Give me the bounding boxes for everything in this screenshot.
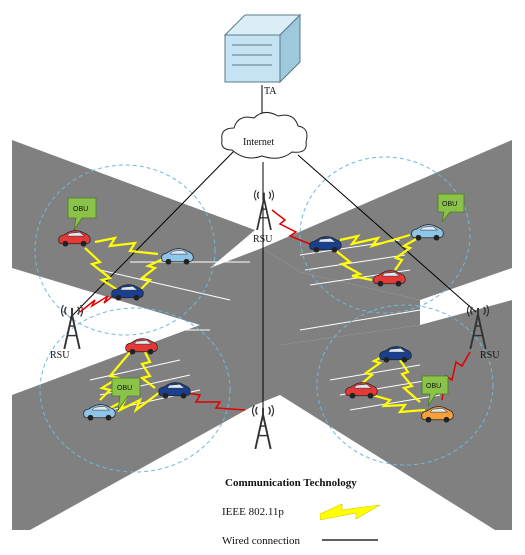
v2v-link bbox=[339, 233, 411, 248]
v2v-link bbox=[94, 236, 159, 256]
legend: Communication Technology IEEE 802.11p Wi… bbox=[222, 477, 380, 547]
v2i-link bbox=[271, 209, 311, 245]
v2i-link bbox=[179, 391, 246, 411]
v2v-link bbox=[139, 257, 166, 291]
rsu-left: RSU bbox=[50, 305, 84, 361]
v2v-link bbox=[99, 349, 133, 401]
v2i-links bbox=[79, 209, 471, 411]
rsu-top-label: RSU bbox=[253, 234, 273, 245]
coverage-southwest bbox=[39, 307, 231, 473]
wired-internet-rsu-right bbox=[297, 154, 477, 313]
v2v-link bbox=[139, 351, 156, 389]
coverage-areas bbox=[34, 156, 494, 473]
rsu-right-label: RSU bbox=[480, 350, 500, 361]
road-northeast bbox=[262, 140, 512, 300]
v2v-links bbox=[84, 233, 426, 414]
v2v-link bbox=[371, 393, 426, 414]
rsu-right: RSU bbox=[466, 305, 500, 361]
svg-text:OBU: OBU bbox=[73, 206, 88, 213]
internet-label: Internet bbox=[243, 137, 274, 148]
antenna-tower-icon bbox=[60, 305, 84, 349]
rsu-left-label: RSU bbox=[50, 350, 70, 361]
antenna-tower-icon bbox=[251, 405, 275, 449]
cloud-icon bbox=[221, 112, 308, 159]
rsu-top: RSU bbox=[253, 190, 275, 245]
obu-tag: OBU bbox=[437, 193, 465, 223]
v2v-link bbox=[84, 247, 119, 291]
svg-text:OBU: OBU bbox=[117, 385, 132, 392]
lightning-bolt-icon bbox=[320, 503, 380, 521]
svg-text:OBU: OBU bbox=[442, 201, 457, 208]
ta-server: TA bbox=[223, 13, 302, 97]
v2v-link bbox=[334, 249, 373, 282]
v2v-link bbox=[359, 351, 393, 386]
internet-cloud: Internet bbox=[221, 112, 308, 159]
v2i-link bbox=[79, 291, 119, 313]
road-northwest bbox=[12, 140, 255, 268]
coverage-southeast bbox=[316, 304, 494, 466]
obu-tag: OBU bbox=[421, 375, 449, 407]
legend-title: Communication Technology bbox=[225, 477, 357, 489]
road-southwest bbox=[12, 325, 255, 530]
coverage-northeast bbox=[299, 156, 471, 314]
wired-internet-rsu-left bbox=[69, 149, 236, 319]
coverage-northwest bbox=[34, 164, 216, 336]
legend-item-wired-label: Wired connection bbox=[222, 535, 301, 547]
svg-text:OBU: OBU bbox=[426, 383, 441, 390]
v2v-link bbox=[393, 237, 419, 271]
road-southeast bbox=[280, 300, 512, 530]
rsu-bottom bbox=[251, 405, 275, 449]
obu-tags: OBU OBU OBU OBU bbox=[67, 193, 465, 411]
obu-tag: OBU bbox=[111, 377, 141, 411]
legend-item-wireless-label: IEEE 802.11p bbox=[222, 506, 284, 518]
obu-tag: OBU bbox=[67, 197, 97, 231]
v2v-link bbox=[399, 359, 421, 403]
ta-label: TA bbox=[264, 86, 277, 97]
wired-links bbox=[69, 85, 477, 412]
antenna-tower-icon bbox=[253, 190, 275, 230]
